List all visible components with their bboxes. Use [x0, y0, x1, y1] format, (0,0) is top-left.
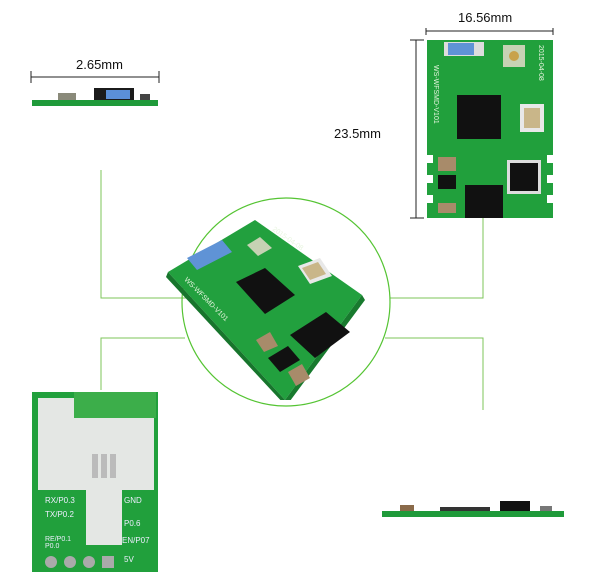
connector-line-side-view: [100, 170, 192, 299]
side-view-2: [382, 501, 564, 517]
pad: [83, 556, 95, 568]
pin-label-gnd: GND: [124, 496, 142, 505]
height-label: 23.5mm: [334, 126, 381, 141]
pin-label-p06: P0.6: [124, 519, 141, 528]
connector-line-top-view: [390, 218, 484, 299]
perspective-view: 2015-04-08 WS-WFSMD-V101: [166, 220, 365, 400]
connector-line-side-view-2: [385, 337, 484, 410]
test-pads: [92, 454, 116, 478]
pin-label-p00: P0.0: [45, 543, 60, 550]
pin-label-re: RE/P0.1: [45, 536, 72, 543]
pad: [102, 556, 114, 568]
width-label: 16.56mm: [458, 10, 513, 25]
thickness-label: 2.65mm: [76, 57, 123, 72]
pin-label-en: EN/P07: [122, 536, 150, 545]
pad: [45, 556, 57, 568]
pcb-side: [32, 100, 158, 106]
pad: [64, 556, 76, 568]
silkscreen-date: 2015-04-08: [537, 45, 544, 81]
silkscreen-model: WS-WFSMD-V101: [432, 65, 439, 124]
pin-label-rx: RX/P0.3: [45, 496, 75, 505]
highlight-circle: [181, 197, 391, 407]
antenna-area: [74, 392, 156, 418]
side-view: 2.65mm: [28, 55, 168, 110]
pcb-side-2: [382, 511, 564, 517]
top-view: 2015-04-08 WS-WFSMD-V101: [410, 28, 554, 219]
pin-label-5v: 5V: [124, 555, 134, 564]
pin-label-tx: TX/P0.2: [45, 510, 74, 519]
bottom-view: RX/P0.3 TX/P0.2 RE/P0.1 P0.0 GND P0.6 EN…: [32, 392, 158, 572]
connector-line-bottom-view: [100, 337, 185, 390]
